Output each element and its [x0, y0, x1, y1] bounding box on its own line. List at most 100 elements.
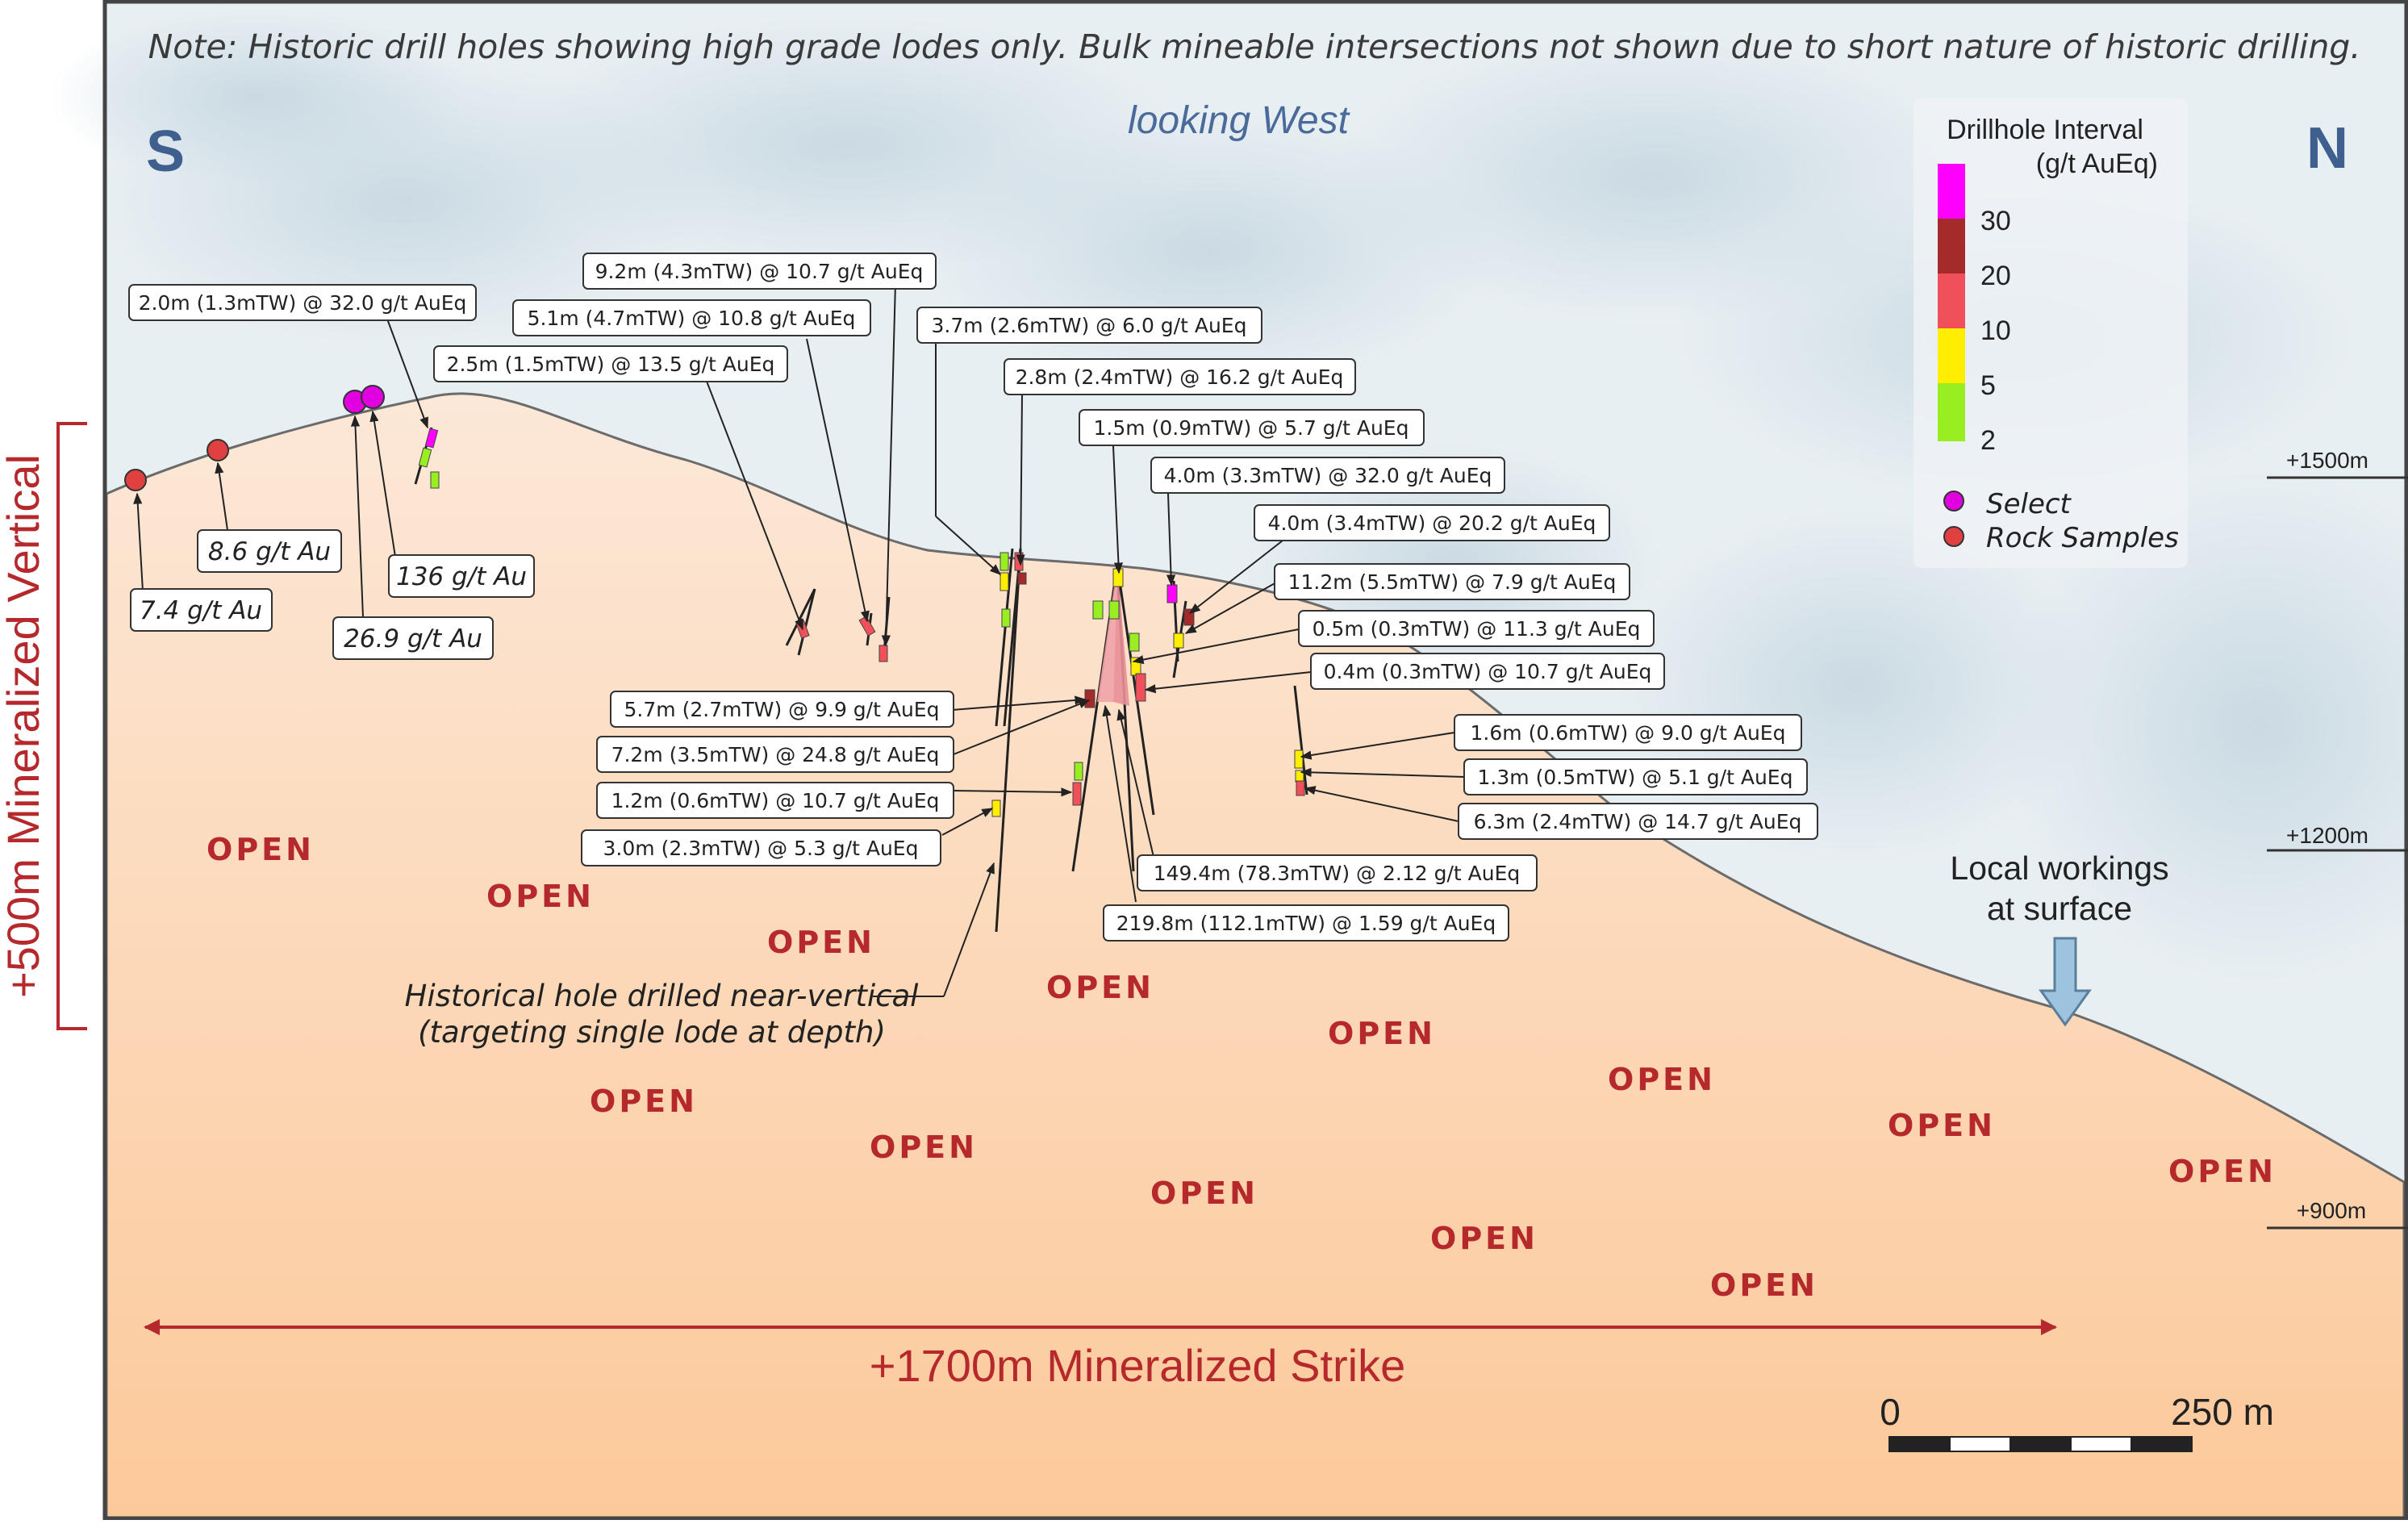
rock-sample-point [207, 439, 229, 461]
open-label: OPEN [1430, 1221, 1538, 1256]
intercept-label: 0.4m (0.3mTW) @ 10.7 g/t AuEq [1310, 653, 1665, 690]
historical-note-line1: Historical hole drilled near-vertical [405, 979, 920, 1013]
rock-sample-label: 8.6 g/t Au [197, 529, 342, 573]
intercept-label: 1.6m (0.6mTW) @ 9.0 g/t AuEq [1454, 714, 1802, 751]
intercept-label: 4.0m (3.4mTW) @ 20.2 g/t AuEq [1254, 504, 1610, 541]
legend-value-10: 10 [1980, 315, 2011, 346]
rock-sample-text: 26.9 g/t Au [344, 624, 482, 653]
intercept-label: 6.3m (2.4mTW) @ 14.7 g/t AuEq [1458, 803, 1818, 840]
rock-sample-text: 8.6 g/t Au [208, 537, 331, 566]
legend-rock-symbol [1943, 526, 1964, 547]
intercept-label: 1.3m (0.5mTW) @ 5.1 g/t AuEq [1463, 758, 1808, 795]
legend-title-line2: (g/t AuEq) [2036, 148, 2158, 179]
legend-value-5: 5 [1980, 370, 1996, 401]
open-label: OPEN [1710, 1267, 1818, 1303]
legend-value-2: 2 [1980, 425, 1996, 456]
scale-bar: 0 250 m [1880, 1391, 2274, 1452]
rock-sample-text: 136 g/t Au [396, 562, 527, 591]
rock-sample-label: 7.4 g/t Au [130, 588, 273, 632]
historical-note-line2: (targeting single lode at depth) [418, 1015, 886, 1050]
scale-end-label: 250 m [2171, 1391, 2274, 1433]
legend-select-symbol [1943, 491, 1964, 511]
intercept-text: 4.0m (3.3mTW) @ 32.0 g/t AuEq [1164, 464, 1492, 487]
legend-title-line1: Drillhole Interval [1947, 115, 2143, 145]
intercept-text: 1.2m (0.6mTW) @ 10.7 g/t AuEq [611, 789, 940, 812]
intercept-labels: 2.0m (1.3mTW) @ 32.0 g/t AuEq 9.2m (4.3m… [128, 253, 1818, 942]
intercept-text: 219.8m (112.1mTW) @ 1.59 g/t AuEq [1116, 912, 1496, 935]
intercept-text: 1.6m (0.6mTW) @ 9.0 g/t AuEq [1471, 721, 1786, 745]
intercept-text: 0.4m (0.3mTW) @ 10.7 g/t AuEq [1324, 660, 1652, 683]
open-label: OPEN [767, 925, 875, 960]
note-text: Note: Historic drill holes showing high … [148, 27, 2361, 66]
intercept-label: 1.2m (0.6mTW) @ 10.7 g/t AuEq [596, 782, 954, 819]
intercept-label: 9.2m (4.3mTW) @ 10.7 g/t AuEq [582, 253, 937, 290]
intercept-text: 11.2m (5.5mTW) @ 7.9 g/t AuEq [1288, 570, 1617, 594]
intercept-text: 4.0m (3.4mTW) @ 20.2 g/t AuEq [1268, 511, 1596, 535]
rock-sample-text: 7.4 g/t Au [140, 596, 262, 625]
legend-rock-label: Rock Samples [1986, 522, 2179, 554]
frame-border [102, 0, 2408, 1521]
leader-lines [133, 282, 1465, 997]
intercept-label: 2.8m (2.4mTW) @ 16.2 g/t AuEq [1004, 358, 1356, 395]
intercept-label: 5.1m (4.7mTW) @ 10.8 g/t AuEq [512, 299, 871, 336]
intercept-label: 0.5m (0.3mTW) @ 11.3 g/t AuEq [1298, 610, 1655, 647]
legend-swatch-20 [1938, 219, 1965, 273]
open-labels: OPEN OPEN OPEN OPEN OPEN OPEN OPEN OPEN … [207, 832, 2277, 1303]
legend-value-30: 30 [1980, 206, 2011, 236]
vertical-extent-bracket: +500m Mineralized Vertical [0, 422, 87, 1030]
legend: Drillhole Interval (g/t AuEq) 30 20 10 5… [1913, 98, 2188, 568]
intercept-label: 11.2m (5.5mTW) @ 7.9 g/t AuEq [1274, 563, 1630, 600]
bulk-intersection-zone [1097, 565, 1117, 702]
intercept-label: 1.5m (0.9mTW) @ 5.7 g/t AuEq [1079, 409, 1425, 446]
select-sample-point [361, 385, 385, 409]
compass-north: N [2306, 116, 2348, 181]
legend-select-label: Select [1986, 488, 2072, 520]
rock-sample-label: 136 g/t Au [388, 554, 535, 598]
intercept-label: 3.7m (2.6mTW) @ 6.0 g/t AuEq [916, 307, 1262, 344]
local-workings-line1: Local workings [1950, 850, 2168, 887]
rock-sample-labels: 7.4 g/t Au 8.6 g/t Au 26.9 g/t Au 136 g/… [130, 529, 535, 660]
compass-south: S [146, 119, 185, 184]
open-label: OPEN [870, 1129, 978, 1165]
intercept-text: 1.3m (0.5mTW) @ 5.1 g/t AuEq [1478, 766, 1793, 789]
legend-swatch-5 [1938, 328, 1965, 383]
elevation-900: +900m [2297, 1198, 2366, 1223]
scale-start-label: 0 [1880, 1391, 1901, 1433]
open-label: OPEN [1328, 1016, 1436, 1051]
intercept-text: 3.7m (2.6mTW) @ 6.0 g/t AuEq [932, 314, 1247, 337]
open-label: OPEN [2168, 1154, 2277, 1189]
open-label: OPEN [590, 1084, 698, 1119]
intercept-label: 5.7m (2.7mTW) @ 9.9 g/t AuEq [610, 691, 954, 728]
legend-value-20: 20 [1980, 261, 2011, 291]
rock-sample-label: 26.9 g/t Au [332, 616, 494, 660]
intercept-text: 149.4m (78.3mTW) @ 2.12 g/t AuEq [1154, 862, 1521, 885]
legend-swatch-2 [1938, 383, 1965, 441]
vertical-extent-label: +500m Mineralized Vertical [0, 454, 48, 998]
elevation-1200: +1200m [2286, 823, 2368, 848]
strike-extent-label: +1700m Mineralized Strike [870, 1340, 1406, 1391]
intercept-text: 2.8m (2.4mTW) @ 16.2 g/t AuEq [1016, 365, 1344, 389]
intercept-text: 5.1m (4.7mTW) @ 10.8 g/t AuEq [528, 307, 856, 330]
intercept-text: 3.0m (2.3mTW) @ 5.3 g/t AuEq [603, 837, 919, 860]
ground-section [105, 392, 2406, 1522]
local-workings-line2: at surface [1987, 890, 2132, 927]
legend-swatch-30 [1938, 164, 1965, 219]
intercept-text: 0.5m (0.3mTW) @ 11.3 g/t AuEq [1313, 617, 1641, 641]
elevation-1500: +1500m [2286, 448, 2368, 473]
open-label: OPEN [1888, 1108, 1996, 1143]
rock-sample-markers [124, 385, 385, 491]
intercept-label: 219.8m (112.1mTW) @ 1.59 g/t AuEq [1103, 904, 1509, 942]
intercept-text: 7.2m (3.5mTW) @ 24.8 g/t AuEq [611, 743, 940, 766]
intercept-text: 2.5m (1.5mTW) @ 13.5 g/t AuEq [447, 353, 775, 376]
strike-extent: +1700m Mineralized Strike [144, 1319, 2057, 1391]
intercept-text: 2.0m (1.3mTW) @ 32.0 g/t AuEq [139, 291, 467, 315]
intercept-label: 7.2m (3.5mTW) @ 24.8 g/t AuEq [596, 736, 954, 773]
intercept-text: 9.2m (4.3mTW) @ 10.7 g/t AuEq [595, 260, 924, 283]
open-label: OPEN [1150, 1175, 1258, 1211]
view-direction: looking West [1128, 99, 1350, 142]
open-label: OPEN [207, 832, 315, 867]
open-label: OPEN [1046, 970, 1154, 1005]
intercept-text: 6.3m (2.4mTW) @ 14.7 g/t AuEq [1474, 810, 1802, 833]
